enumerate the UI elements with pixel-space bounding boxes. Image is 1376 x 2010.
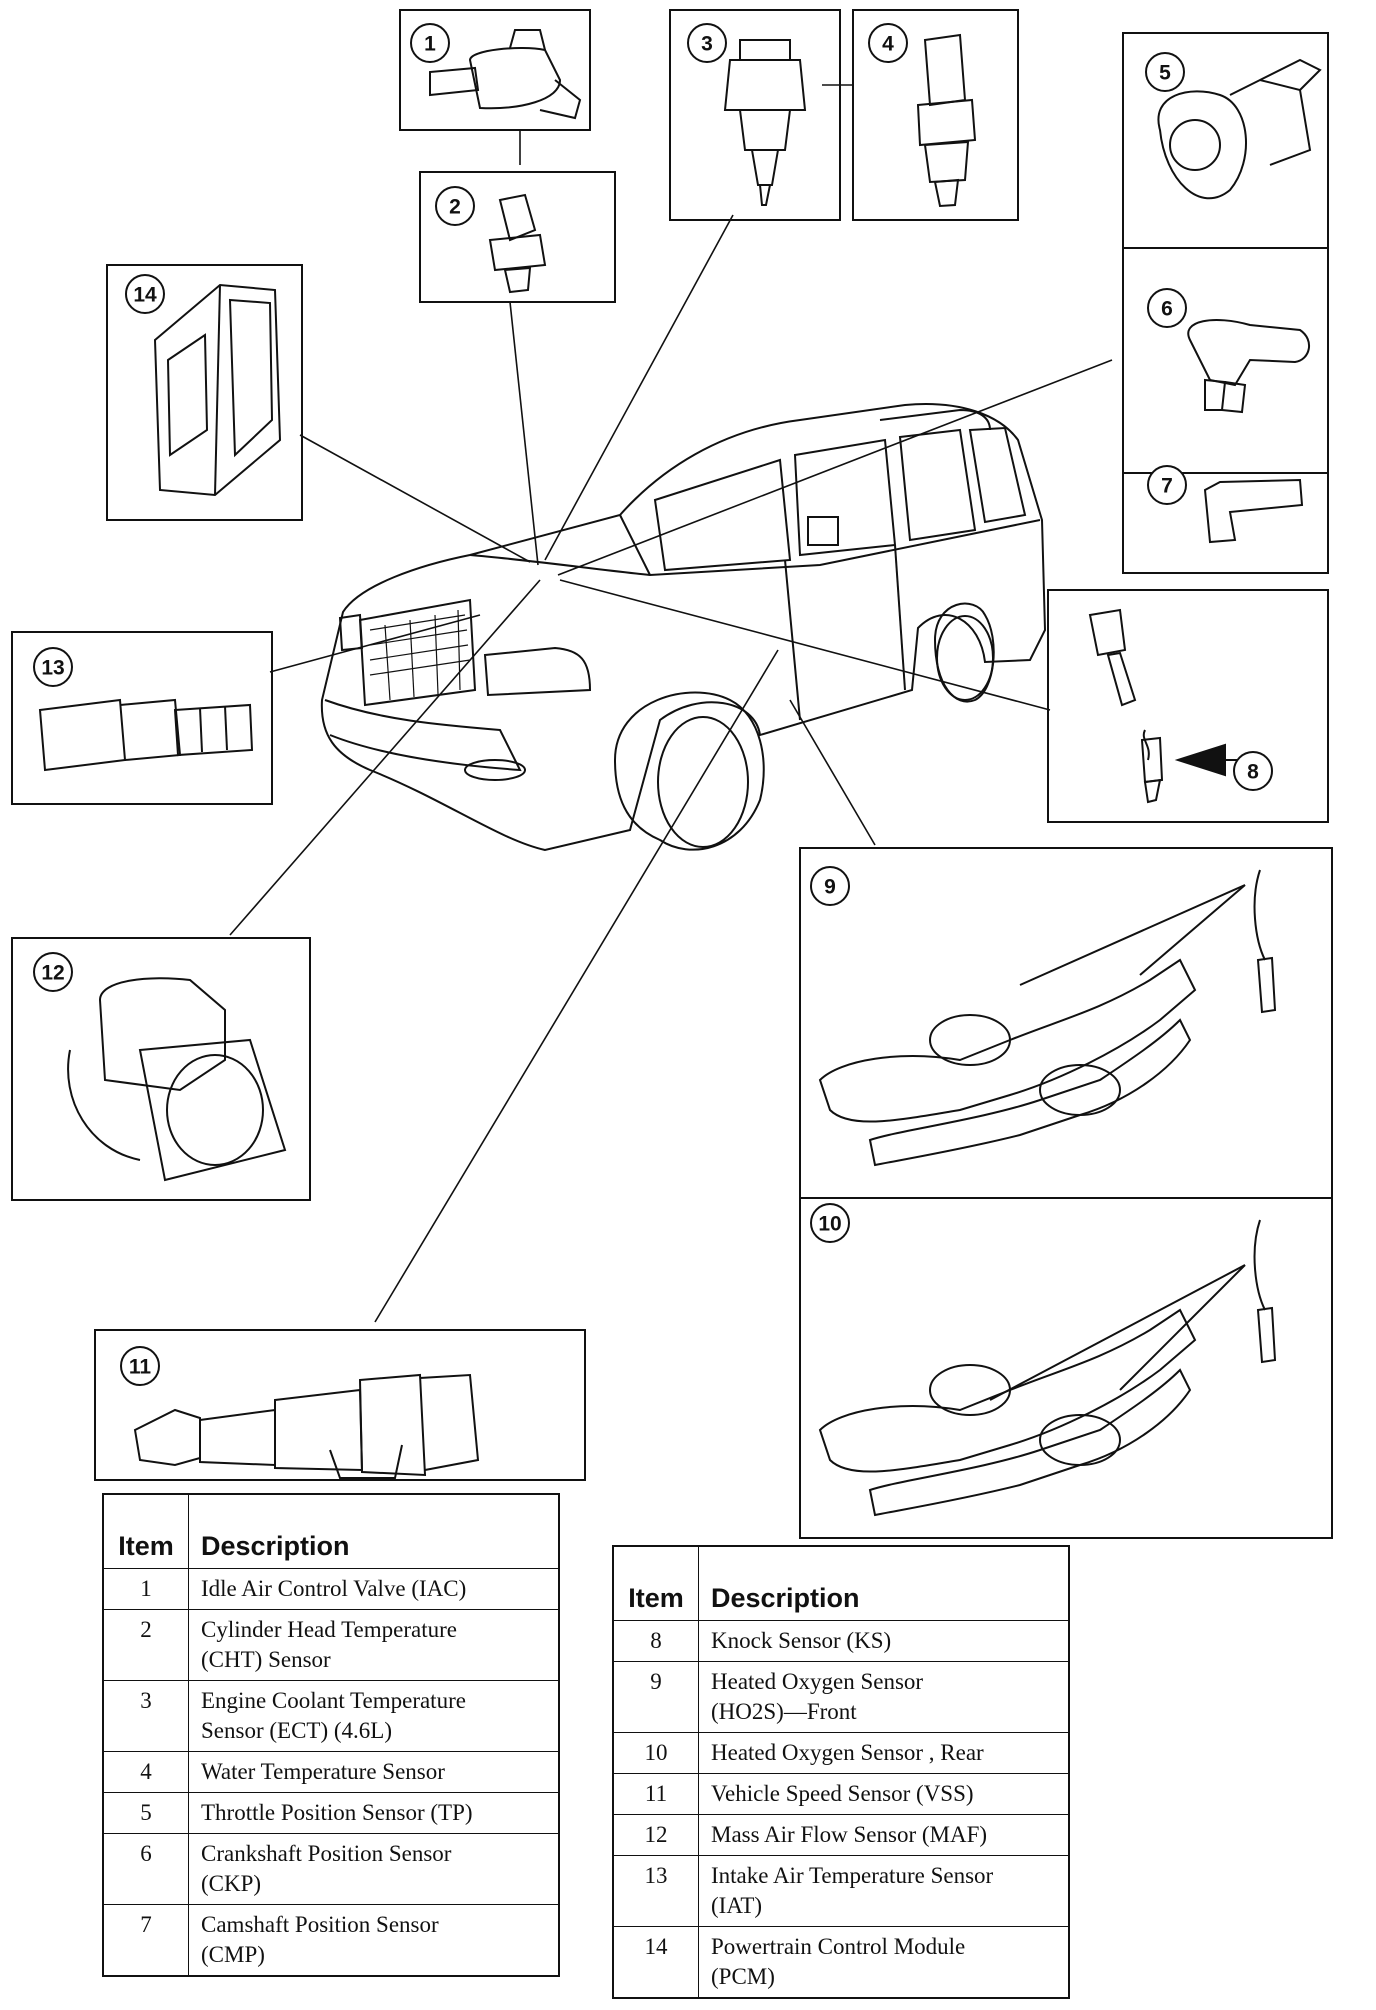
item-description: Heated Oxygen Sensor , Rear — [698, 1732, 1070, 1774]
callout-14: 14 — [133, 284, 157, 307]
item-description: Idle Air Control Valve (IAC) — [188, 1568, 560, 1610]
callout-7: 7 — [1161, 475, 1173, 498]
item-number: 12 — [613, 1814, 699, 1856]
item-number: 3 — [103, 1680, 189, 1752]
callout-13: 13 — [41, 657, 64, 680]
part-box-8 — [1047, 589, 1329, 823]
item-description: Engine Coolant Temperature Sensor (ECT) … — [188, 1680, 560, 1752]
item-description: Crankshaft Position Sensor (CKP) — [188, 1833, 560, 1905]
callout-2: 2 — [449, 196, 461, 219]
callout-9: 9 — [824, 876, 836, 899]
callout-circles — [33, 23, 1273, 1386]
item-description: Heated Oxygen Sensor (HO2S)—Front — [698, 1661, 1070, 1733]
part-box-7 — [1122, 472, 1329, 574]
callout-8: 8 — [1247, 761, 1259, 784]
vehicle-illustration — [320, 403, 1047, 852]
callout-12: 12 — [41, 962, 64, 985]
item-number: 6 — [103, 1833, 189, 1905]
column-header-description: Description — [698, 1546, 1070, 1621]
part-box-11 — [94, 1329, 586, 1481]
callout-3: 3 — [701, 33, 713, 56]
column-header-description: Description — [188, 1494, 560, 1569]
part-box-3 — [669, 9, 841, 221]
item-number: 7 — [103, 1904, 189, 1977]
part-box-2 — [419, 171, 616, 303]
item-description: Vehicle Speed Sensor (VSS) — [698, 1773, 1070, 1815]
table-header-row: Item Description — [613, 1546, 1070, 1621]
part-box-12 — [11, 937, 311, 1201]
callout-5: 5 — [1159, 62, 1171, 85]
part-box-14 — [106, 264, 303, 521]
part-box-1 — [399, 9, 591, 131]
callout-6: 6 — [1161, 298, 1173, 321]
item-number: 1 — [103, 1568, 189, 1610]
item-description: Water Temperature Sensor — [188, 1751, 560, 1793]
item-number: 10 — [613, 1732, 699, 1774]
callout-1: 1 — [424, 33, 436, 56]
item-description: Cylinder Head Temperature (CHT) Sensor — [188, 1609, 560, 1681]
callout-11: 11 — [129, 1356, 152, 1379]
item-number: 2 — [103, 1609, 189, 1681]
item-description: Knock Sensor (KS) — [698, 1620, 1070, 1662]
table-header-row: Item Description — [103, 1494, 560, 1569]
item-description: Camshaft Position Sensor (CMP) — [188, 1904, 560, 1977]
callout-10: 10 — [818, 1213, 841, 1236]
part-box-10 — [799, 1197, 1333, 1539]
part-box-9 — [799, 847, 1333, 1199]
item-description: Throttle Position Sensor (TP) — [188, 1792, 560, 1834]
item-number: 9 — [613, 1661, 699, 1733]
item-number: 8 — [613, 1620, 699, 1662]
item-number: 4 — [103, 1751, 189, 1793]
item-number: 11 — [613, 1773, 699, 1815]
item-number: 13 — [613, 1855, 699, 1927]
leader-lines — [229, 84, 1113, 1323]
column-header-item: Item — [613, 1546, 699, 1621]
item-description: Mass Air Flow Sensor (MAF) — [698, 1814, 1070, 1856]
part-box-6 — [1122, 247, 1329, 474]
column-header-item: Item — [103, 1494, 189, 1569]
part-box-13 — [11, 631, 273, 805]
part-box-4 — [852, 9, 1019, 221]
item-number: 5 — [103, 1792, 189, 1834]
item-description: Intake Air Temperature Sensor (IAT) — [698, 1855, 1070, 1927]
item-number: 14 — [613, 1926, 699, 1999]
callout-4: 4 — [882, 33, 894, 56]
item-description: Powertrain Control Module (PCM) — [698, 1926, 1070, 1999]
